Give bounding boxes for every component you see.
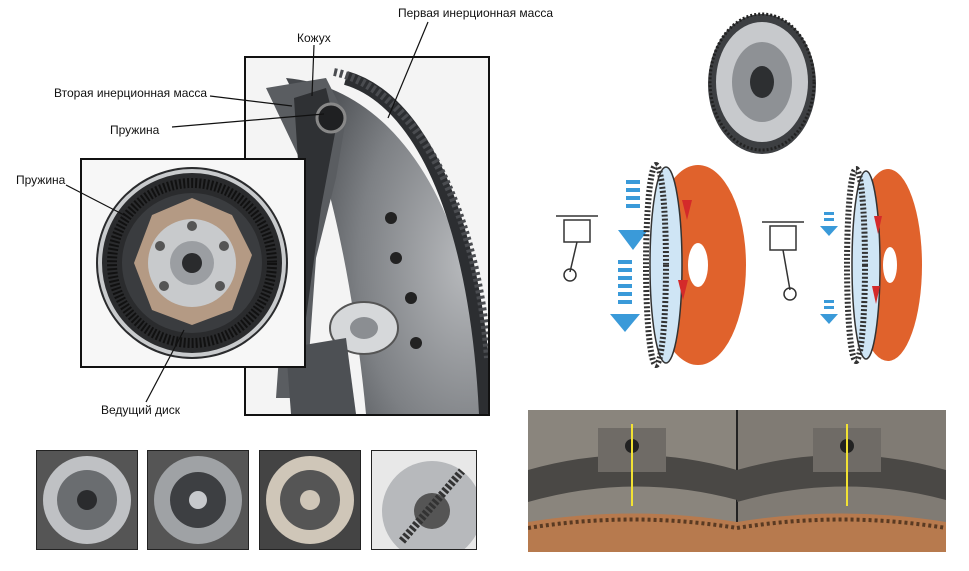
thumbnail-4 xyxy=(371,450,477,550)
label-drive-disc: Ведущий диск xyxy=(101,403,180,417)
spring-inset-photo xyxy=(80,158,306,368)
alignment-mark-photos xyxy=(528,410,946,552)
label-first-mass: Первая инерционная масса xyxy=(398,6,554,20)
spring-disc-illustration xyxy=(82,160,304,366)
rotation-diagram xyxy=(548,160,928,370)
piston-icon xyxy=(556,215,598,282)
thumbnail-2 xyxy=(147,450,249,550)
label-second-mass: Вторая инерционная масса xyxy=(54,86,208,100)
flywheel-product-photo xyxy=(704,4,820,156)
label-housing: Кожух xyxy=(297,31,331,45)
thumbnail-1 xyxy=(36,450,138,550)
label-spring-top: Пружина xyxy=(110,123,160,137)
label-spring-left: Пружина xyxy=(16,173,66,187)
thumbnail-3 xyxy=(259,450,361,550)
